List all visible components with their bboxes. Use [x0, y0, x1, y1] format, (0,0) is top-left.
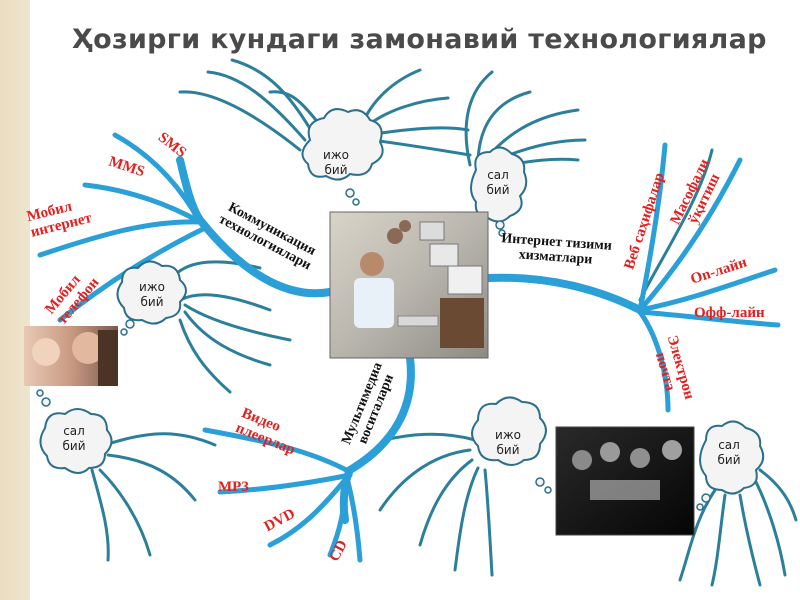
page-title: Ҳозирги кундаги замонавий технологиялар	[72, 24, 767, 55]
left-decorative-bar	[0, 0, 30, 600]
cloud-text-negative-right: сал бий	[717, 438, 741, 467]
cloud-text-positive-left: ижо бий	[139, 280, 165, 309]
main-branches	[37, 132, 781, 563]
cloud-text-positive-bottom: ижо бий	[495, 428, 521, 457]
dark-photo	[555, 426, 695, 536]
cloud-negative-left	[36, 389, 113, 474]
cloud-text-negative-left: сал бий	[62, 424, 86, 453]
cloud-text-positive-top: ижо бий	[323, 148, 349, 177]
center-photo	[329, 211, 489, 359]
cloud-positive-top	[301, 108, 384, 206]
label-offline: Офф-лайн	[694, 305, 765, 321]
baby-photo	[24, 326, 118, 386]
cloud-positive-bottom	[471, 396, 552, 494]
cloud-negative-top	[470, 146, 528, 237]
cloud-positive-left	[116, 260, 187, 336]
label-mp3: MP3	[218, 479, 249, 495]
cloud-negative-right	[696, 420, 765, 511]
cloud-text-negative-top: сал бий	[486, 168, 510, 197]
